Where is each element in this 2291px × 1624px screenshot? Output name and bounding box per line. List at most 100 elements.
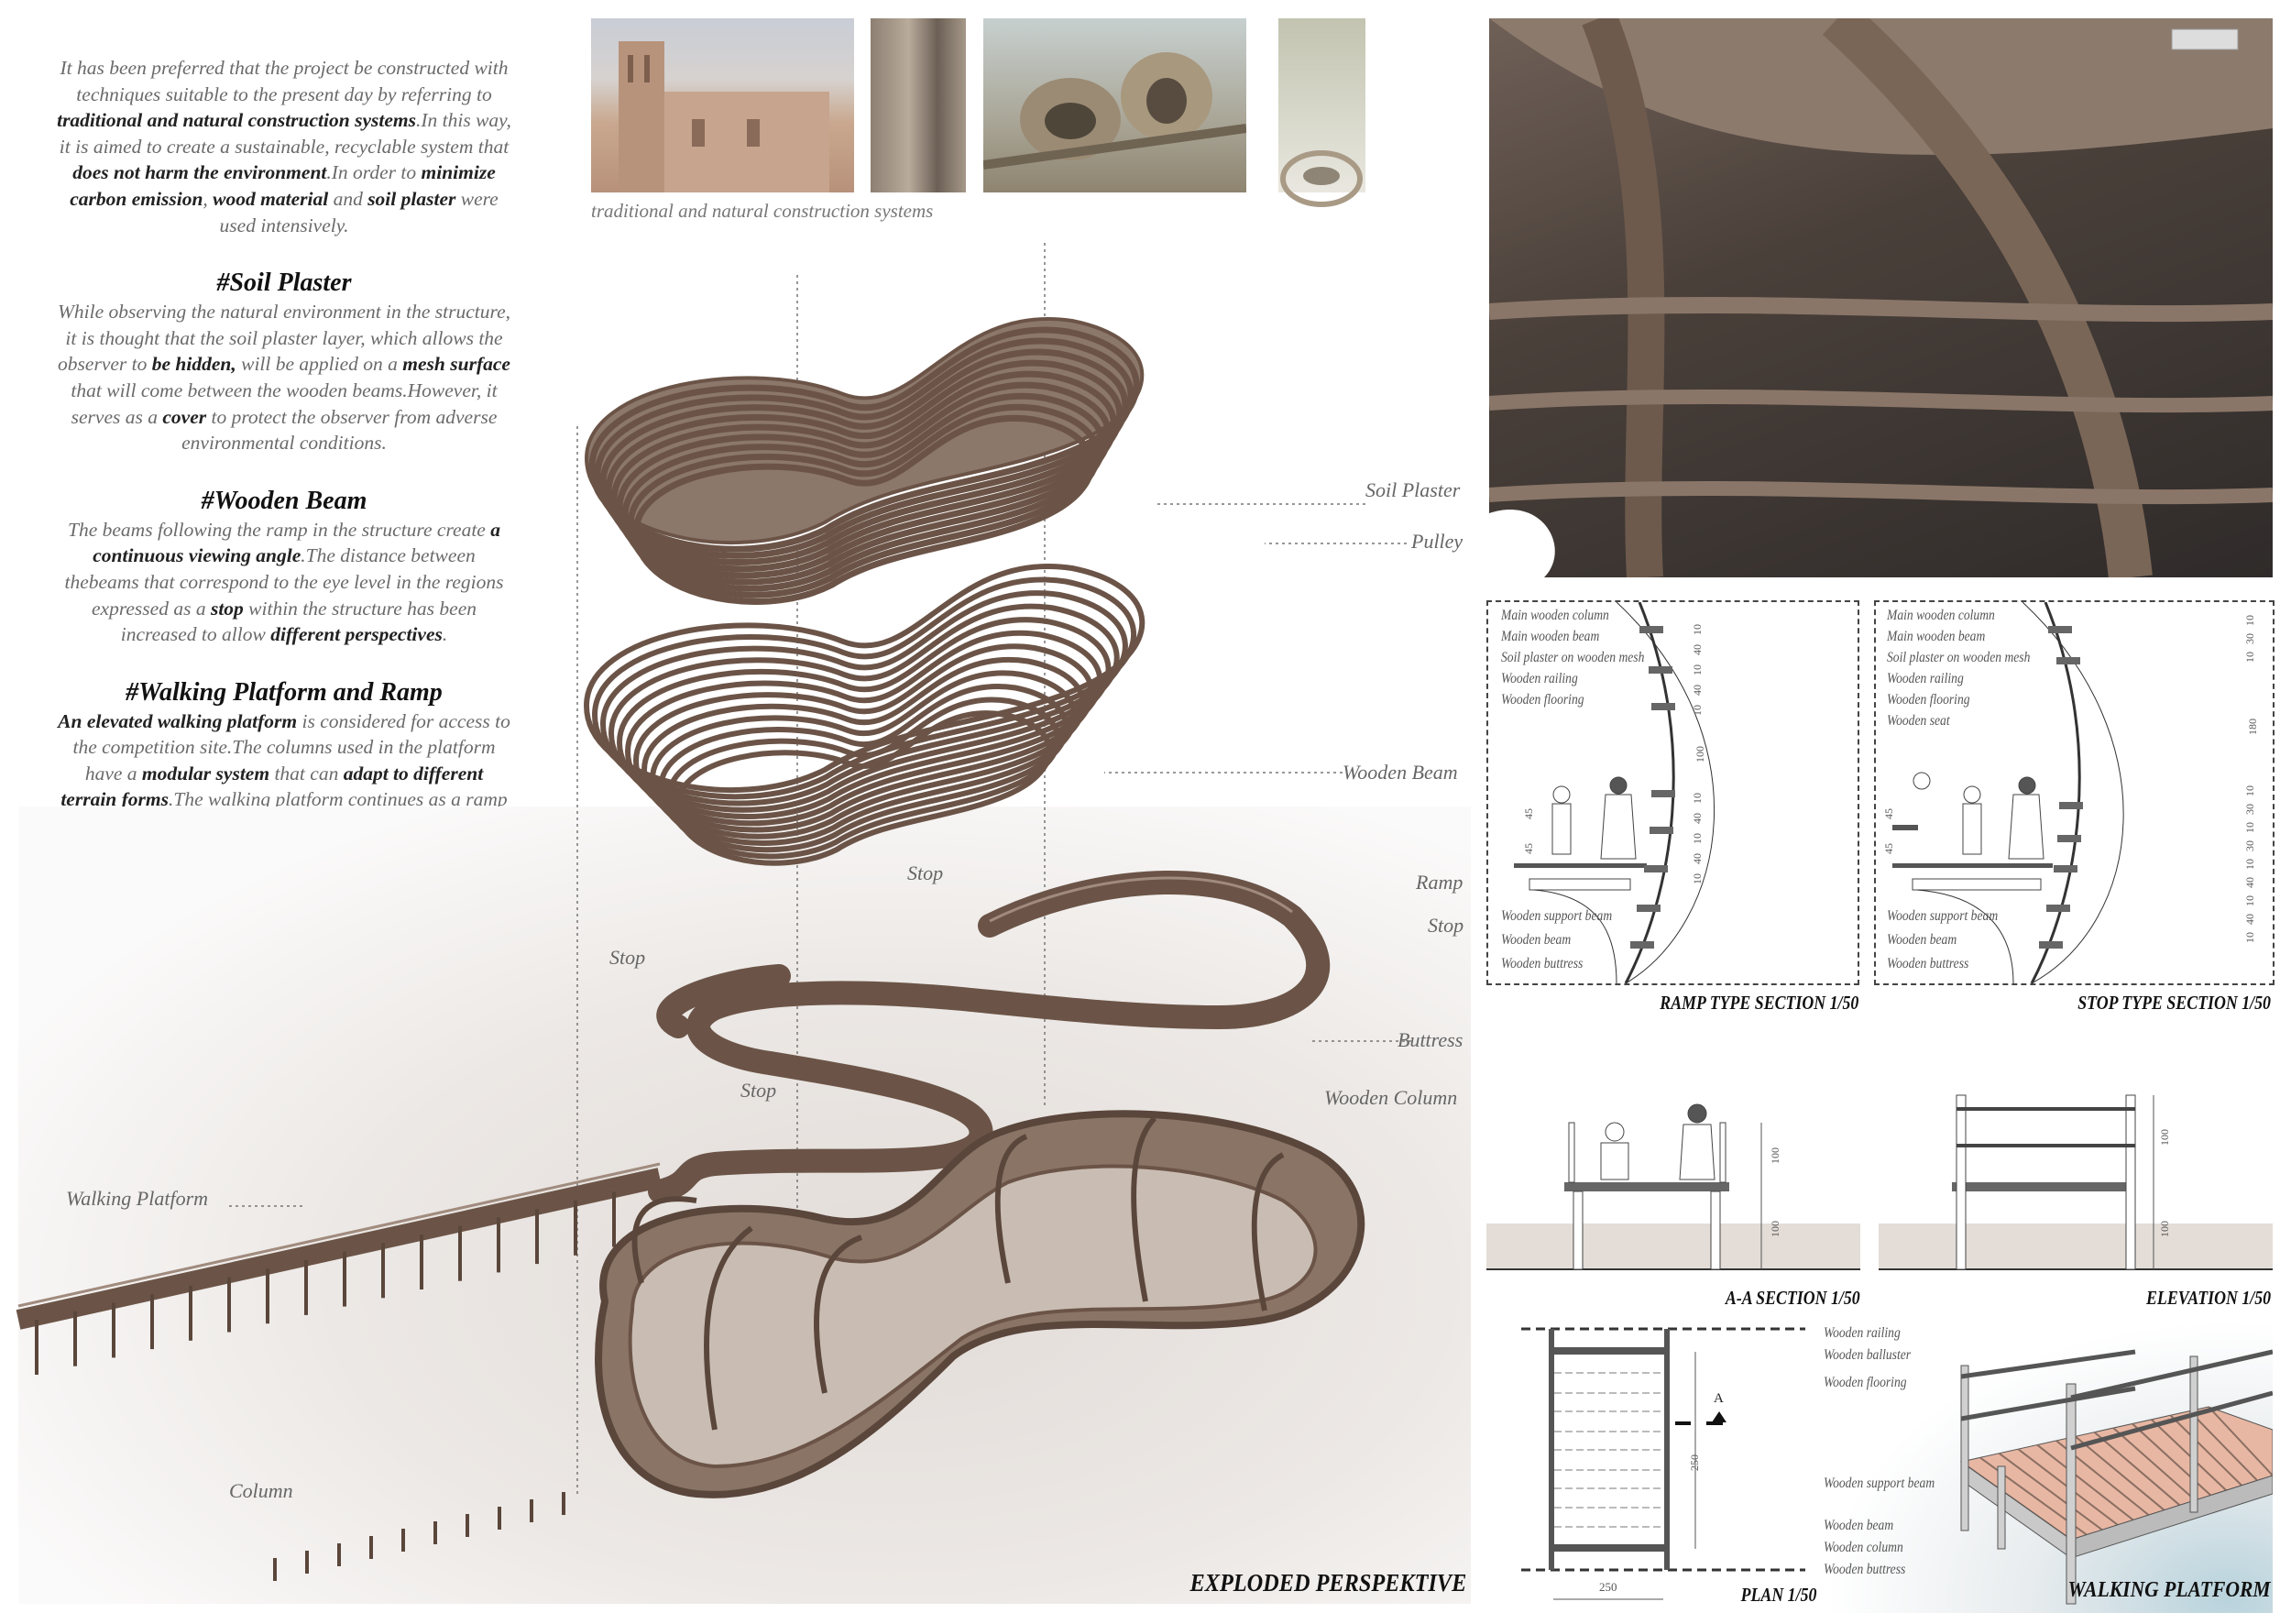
rail-dimension-label: 45 (1882, 843, 1895, 854)
section-label: Main wooden column (1501, 608, 1609, 623)
beam-ring (657, 684, 1069, 853)
section-label: Soil plaster on wooden mesh (1887, 650, 2031, 665)
label-walking-platform: Walking Platform (66, 1187, 209, 1210)
dimension-label: 180 (2246, 719, 2259, 735)
platform-label: Wooden balluster (1824, 1347, 1912, 1363)
aa-section-title: A-A SECTION 1/50 (1726, 1287, 1860, 1309)
deck-slat (2074, 1435, 2165, 1511)
label-ramp: Ramp (1416, 871, 1463, 894)
shell-rib (1251, 1152, 1285, 1311)
deck-slat (2112, 1427, 2197, 1501)
shell-rib (704, 1225, 753, 1431)
beam-ring (616, 617, 1112, 819)
body-text: and (328, 187, 368, 210)
body-text: The beams following the ramp in the stru… (68, 518, 491, 541)
label-stop-2: Stop (1428, 914, 1464, 937)
elevation-dim-lower: 100 (2158, 1221, 2171, 1237)
label-wooden-beam: Wooden Beam (1343, 761, 1458, 784)
beam-ring (599, 590, 1128, 807)
dimension-label: 10 (2243, 822, 2256, 833)
main-shell (595, 1110, 1365, 1498)
platform-label: Wooden buttress (1824, 1562, 1906, 1577)
section-label: Wooden flooring (1501, 692, 1584, 708)
ramp-deck (648, 871, 1331, 1203)
plaster-band (594, 337, 1135, 559)
section-label: Wooden railing (1501, 671, 1578, 686)
body-text: were used intensively. (219, 187, 499, 236)
label-column: Column (229, 1479, 293, 1502)
beam-ring (632, 643, 1095, 833)
photo-wind-tower-building (591, 18, 854, 202)
soil-plaster-layer (584, 317, 1145, 605)
walking-platform-deck (16, 1168, 663, 1330)
stop-section-title: STOP TYPE SECTION 1/50 (2077, 992, 2271, 1014)
elevation-title: ELEVATION 1/50 (2145, 1287, 2271, 1309)
plaster-band (605, 359, 1124, 573)
soil-plaster-paragraph: While observing the natural environment … (55, 299, 513, 456)
body-text: to protect the observer from adverse env… (181, 405, 498, 455)
beam-ring (674, 710, 1053, 866)
dimension-label: 10 (1691, 664, 1704, 675)
photo-bird-nest (1278, 18, 1365, 207)
heading-wooden-beam: #Wooden Beam (201, 486, 367, 515)
deck-slat (2036, 1443, 2134, 1521)
emphasis-text: a continuous viewing angle (93, 518, 500, 567)
label-soil-plaster: Soil Plaster (1365, 478, 1461, 501)
dimension-label: 10 (1691, 624, 1704, 635)
plaster-band (616, 381, 1112, 586)
deck-slat (2188, 1410, 2258, 1482)
deck-slat (2208, 1406, 2273, 1476)
dimension-label: 100 (1694, 746, 1706, 763)
beam-ring (591, 576, 1137, 800)
body-text: It has been preferred that the project b… (60, 57, 509, 105)
emphasis-text: An elevated walking platform (58, 709, 298, 732)
section-label: Soil plaster on wooden mesh (1501, 650, 1645, 665)
heading-soil-plaster: #Soil Plaster (216, 269, 352, 298)
exploded-title: EXPLODED PERSPEKTIVE (1189, 1569, 1466, 1597)
section-label: Wooden buttress (1501, 956, 1584, 971)
dimension-label: 30 (2243, 804, 2256, 815)
dimension-label: 40 (1691, 644, 1704, 655)
plaster-band (621, 392, 1106, 592)
label-buttress: Buttress (1398, 1028, 1463, 1051)
beam-ring (624, 630, 1103, 827)
emphasis-text: minimize carbon emission (70, 161, 496, 210)
dimension-label: 10 (1691, 793, 1704, 804)
body-text: that can (269, 762, 344, 785)
emphasis-text: mesh surface (402, 353, 510, 376)
dimension-label: 40 (1691, 853, 1704, 864)
plaster-band (632, 414, 1095, 605)
label-wooden-column: Wooden Column (1324, 1086, 1458, 1109)
section-label: Wooden flooring (1887, 692, 1970, 708)
platform-label: Wooden railing (1824, 1325, 1901, 1341)
section-label: Wooden buttress (1887, 956, 1969, 971)
emphasis-text: cover (162, 405, 207, 428)
deck-slat (2093, 1431, 2181, 1507)
plaster-band (588, 326, 1140, 553)
plan-title: PLAN 1/50 (1740, 1584, 1816, 1606)
emphasis-text: soil plaster (367, 187, 456, 210)
deck-slat (1998, 1452, 2103, 1531)
photo-wattle-wall (871, 18, 966, 192)
beam-ring (649, 670, 1078, 846)
rail-dimension-label: 45 (1882, 808, 1895, 819)
beam-ring (665, 697, 1061, 860)
body-text: , (203, 187, 214, 210)
beam-ring (641, 656, 1086, 839)
label-stop-3: Stop (609, 946, 646, 969)
deck-slat (2151, 1419, 2227, 1491)
interior-render (1489, 18, 2273, 577)
elevation-dim-upper: 100 (2158, 1129, 2171, 1146)
dimension-label: 10 (2243, 932, 2256, 943)
dimension-label: 30 (2243, 840, 2256, 851)
aa-section-drawing: 100 100 (1486, 1086, 1860, 1288)
label-stop-4: Stop (740, 1079, 777, 1102)
deck-slat (2169, 1414, 2242, 1487)
body-text: .In this way, it is aimed to create a su… (59, 109, 511, 158)
platform-columns (35, 1191, 616, 1581)
section-label: Wooden beam (1887, 932, 1957, 948)
platform-label: Wooden column (1824, 1540, 1903, 1555)
walking-platform-title: WALKING PLATFORM (2067, 1578, 2271, 1602)
